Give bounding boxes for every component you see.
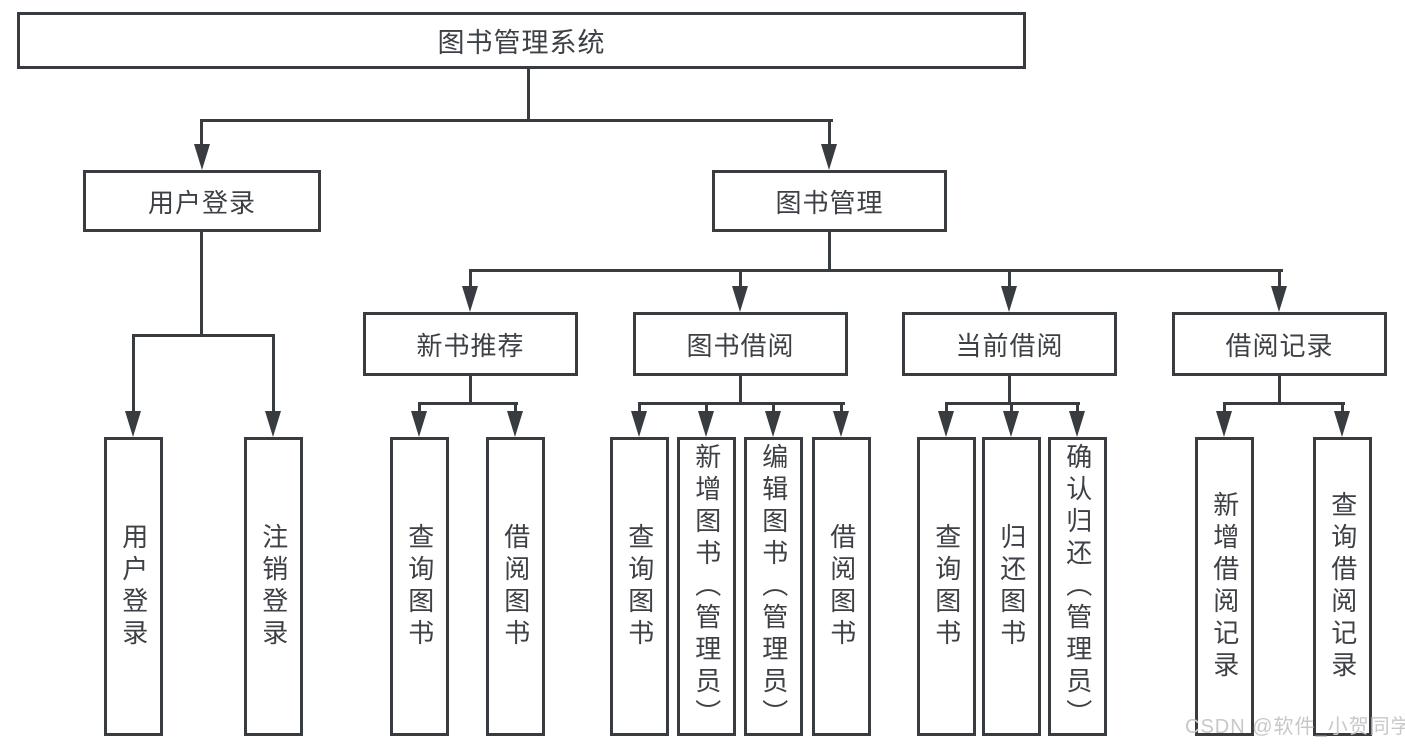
leaf-label: 查询借阅记录 <box>1327 490 1358 683</box>
arrowhead-down <box>1334 411 1350 437</box>
connector-line <box>469 376 472 405</box>
node-library-management-system: 图书管理系统 <box>17 12 1026 69</box>
connector-line <box>514 402 517 414</box>
connector-line <box>828 119 831 149</box>
node-current-borrowing: 当前借阅 <box>902 312 1117 376</box>
arrowhead-down <box>821 144 837 170</box>
leaf-logout: 注销登录 <box>244 437 303 736</box>
node-label: 图书管理系统 <box>437 28 606 58</box>
leaf-label: 借阅图书 <box>500 522 531 651</box>
node-new-book-recommendation: 新书推荐 <box>363 312 578 376</box>
connector-line <box>418 402 518 405</box>
leaf-current-return-books: 归还图书 <box>982 437 1041 736</box>
connector-line <box>945 402 948 414</box>
arrowhead-down <box>698 411 714 437</box>
leaf-label: 确认归还（管理员） <box>1062 442 1093 731</box>
connector-line <box>772 402 775 414</box>
connector-line <box>418 402 421 414</box>
arrowhead-down <box>732 286 748 312</box>
leaf-newbook-query-books: 查询图书 <box>390 437 449 736</box>
connector-line <box>638 402 845 405</box>
connector-line <box>527 69 530 121</box>
connector-line <box>1010 402 1013 414</box>
leaf-label: 新增借阅记录 <box>1209 490 1240 683</box>
connector-line <box>638 402 641 414</box>
connector-line <box>840 402 843 414</box>
arrowhead-down <box>1001 286 1017 312</box>
arrowhead-down <box>411 411 427 437</box>
connector-line <box>739 269 742 289</box>
node-label: 用户登录 <box>147 187 256 218</box>
node-label: 借阅记录 <box>1225 330 1334 361</box>
arrowhead-down <box>194 144 210 170</box>
connector-line <box>469 269 472 289</box>
connector-line <box>1223 402 1226 414</box>
leaf-current-confirm-return-admin: 确认归还（管理员） <box>1048 437 1107 736</box>
connector-line <box>272 334 275 413</box>
arrowhead-down <box>631 411 647 437</box>
node-book-borrowing: 图书借阅 <box>633 312 848 376</box>
connector-line <box>1008 269 1011 289</box>
node-user-login: 用户登录 <box>83 170 321 232</box>
leaf-label: 新增图书（管理员） <box>691 442 722 731</box>
leaf-label: 归还图书 <box>996 522 1027 651</box>
arrowhead-down <box>1003 411 1019 437</box>
leaf-label: 查询图书 <box>404 522 435 651</box>
leaf-user-login: 用户登录 <box>104 437 163 736</box>
connector-line <box>200 119 833 122</box>
leaf-borrow-borrow-books: 借阅图书 <box>812 437 871 736</box>
arrowhead-down <box>265 411 281 437</box>
leaf-label: 借阅图书 <box>826 522 857 651</box>
connector-line <box>132 334 275 337</box>
leaf-label: 注销登录 <box>258 522 289 651</box>
arrowhead-down <box>1216 411 1232 437</box>
arrowhead-down <box>833 411 849 437</box>
connector-line <box>705 402 708 414</box>
leaf-label: 编辑图书（管理员） <box>758 442 789 731</box>
csdn-watermark: CSDN @软件_小贺同学 <box>1185 716 1405 738</box>
leaf-records-query-record: 查询借阅记录 <box>1313 437 1372 736</box>
connector-line <box>200 119 203 149</box>
connector-line <box>828 232 831 272</box>
connector-line <box>739 376 742 405</box>
leaf-borrow-query-books: 查询图书 <box>610 437 669 736</box>
connector-line <box>200 232 203 337</box>
arrowhead-down <box>1069 411 1085 437</box>
leaf-label: 查询图书 <box>624 522 655 651</box>
arrowhead-down <box>125 411 141 437</box>
arrowhead-down <box>507 411 523 437</box>
arrowhead-down <box>1271 286 1287 312</box>
leaf-label: 查询图书 <box>931 522 962 651</box>
node-label: 图书借阅 <box>686 330 795 361</box>
leaf-label: 用户登录 <box>118 522 149 651</box>
connector-line <box>1008 376 1011 405</box>
connector-line <box>1076 402 1079 414</box>
arrowhead-down <box>765 411 781 437</box>
node-borrowing-records: 借阅记录 <box>1172 312 1387 376</box>
node-label: 新书推荐 <box>416 330 525 361</box>
node-label: 图书管理 <box>775 187 884 218</box>
connector-line <box>1341 402 1344 414</box>
arrowhead-down <box>938 411 954 437</box>
node-label: 当前借阅 <box>955 330 1064 361</box>
arrowhead-down <box>462 286 478 312</box>
connector-line <box>1223 402 1345 405</box>
connector-line <box>1278 269 1281 289</box>
connector-line <box>132 334 135 413</box>
connector-line <box>469 269 1283 272</box>
connector-line <box>1278 376 1281 405</box>
leaf-newbook-borrow-books: 借阅图书 <box>486 437 545 736</box>
leaf-current-query-books: 查询图书 <box>917 437 976 736</box>
leaf-records-add-record: 新增借阅记录 <box>1195 437 1254 736</box>
leaf-borrow-edit-books-admin: 编辑图书（管理员） <box>744 437 803 736</box>
node-book-management: 图书管理 <box>712 170 947 232</box>
leaf-borrow-add-books-admin: 新增图书（管理员） <box>677 437 736 736</box>
